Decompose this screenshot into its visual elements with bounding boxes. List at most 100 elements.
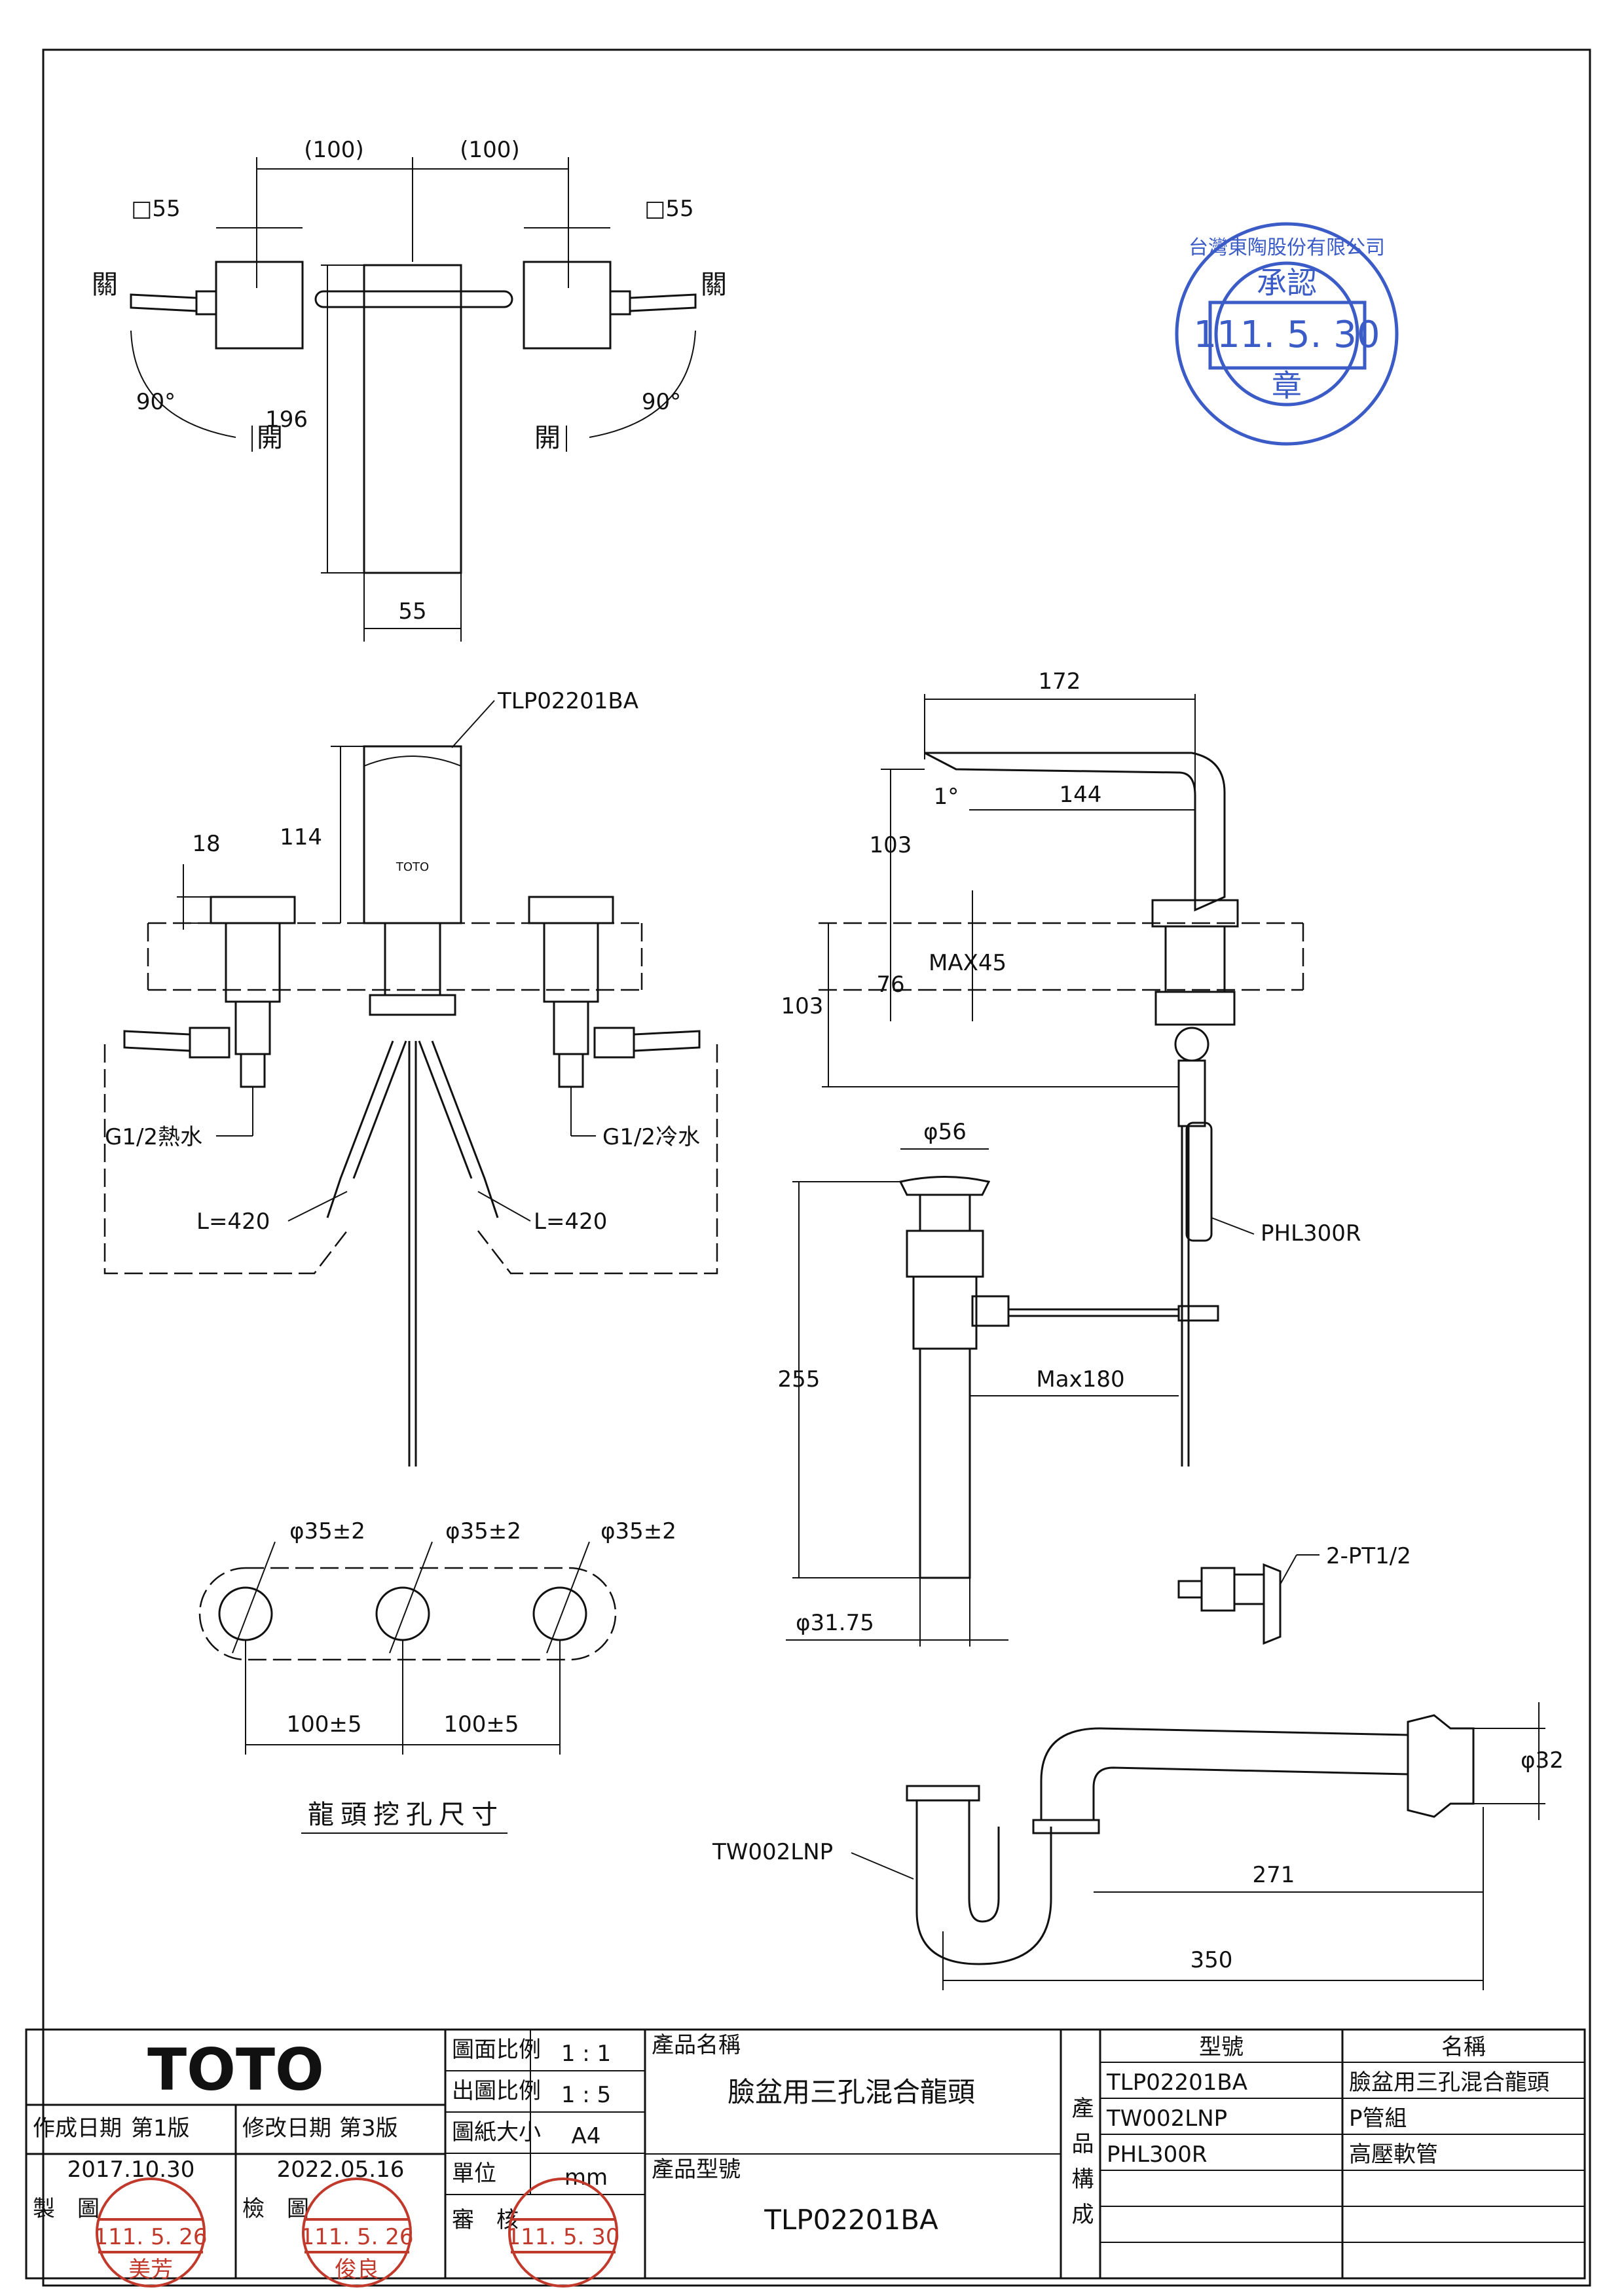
front-view: TLP02201BA TOTO 114 18 (103, 688, 718, 1467)
pitch1: 100±5 (286, 1711, 361, 1738)
spout-body-top (363, 264, 462, 574)
stamp-seal: 章 (1272, 368, 1302, 403)
stamp-word: 承認 (1257, 265, 1317, 301)
created-label: 作成日期 (33, 2115, 122, 2141)
stamp-drawn: 111. 5. 26 美芳 (94, 2178, 208, 2287)
stamp-drawn-date: 111. 5. 26 (94, 2224, 207, 2250)
scale-value: 1 : 1 (561, 2041, 611, 2067)
product-model-label: 產品型號 (652, 2157, 741, 2183)
dim-sq55-right: □55 (644, 196, 693, 222)
revised-label: 修改日期 (242, 2115, 331, 2141)
print-scale-label: 出圖比例 (452, 2078, 541, 2104)
brand-logo: TOTO (147, 2036, 324, 2104)
open-right-label: 開 (534, 423, 561, 453)
row2-model: TW002LNP (1106, 2105, 1227, 2132)
dim-114: 114 (280, 824, 322, 850)
print-scale-value: 1 : 5 (561, 2082, 611, 2108)
max-180: Max180 (1036, 1366, 1124, 1393)
hole-layout: φ35±2 φ35±2 φ35±2 100±5 100±5 龍頭挖孔尺寸 (198, 1518, 676, 1834)
hose-left-label: L=420 (196, 1209, 270, 1235)
angle-1: 1° (934, 784, 959, 810)
brand-small: TOTO (396, 860, 429, 874)
left-handle-top (215, 261, 304, 350)
dim-max45: MAX45 (929, 950, 1006, 976)
revised-version: 第3版 (339, 2115, 398, 2141)
front-model-label: TLP02201BA (497, 688, 638, 714)
dim-103-top: 103 (870, 832, 912, 858)
title-block: TOTO 作成日期 第1版 2017.10.30 修改日期 第3版 2022.0… (25, 2028, 1586, 2287)
approval-stamp: 台灣東陶股份有限公司 承認 111. 5. 30 章 (1175, 222, 1399, 446)
dia-32: φ32 (1521, 1747, 1564, 1774)
dim-350: 350 (1190, 1947, 1233, 1973)
trap-label: TW002LNP (712, 1839, 833, 1865)
scale-label: 圖面比例 (452, 2037, 541, 2063)
dim-76: 76 (876, 972, 904, 998)
row3-model: PHL300R (1107, 2141, 1208, 2168)
top-view: (100) (100) □55 □55 關 關 開 開 90° 90° 196 (92, 137, 727, 642)
paper-value: A4 (572, 2123, 601, 2149)
dim-103-bottom: 103 (781, 993, 824, 1019)
paper-label: 圖紙大小 (452, 2119, 541, 2145)
approved-label: 審 核 (452, 2207, 519, 2233)
hole2-dia: φ35±2 (445, 1518, 521, 1544)
row3-name: 高壓軟管 (1349, 2141, 1438, 2168)
dia-56: φ56 (923, 1119, 967, 1145)
dim-255: 255 (778, 1366, 821, 1393)
close-right-label: 關 (701, 270, 727, 300)
stamp-checked-name: 俊良 (335, 2257, 379, 2283)
spout-front (363, 745, 462, 924)
product-name-label: 產品名稱 (652, 2032, 741, 2058)
angle-left-label: 90° (136, 389, 175, 415)
stamp-drawn-name: 美芳 (128, 2257, 173, 2283)
hole1-dia: φ35±2 (289, 1518, 365, 1544)
cold-water-label: G1/2冷水 (602, 1124, 700, 1150)
dim-18: 18 (192, 831, 220, 857)
valve-label: 2-PT1/2 (1326, 1543, 1411, 1569)
product-model: TLP02201BA (764, 2204, 938, 2236)
pitch2: 100±5 (443, 1711, 519, 1738)
hole-caption: 龍頭挖孔尺寸 (308, 1800, 504, 1830)
created-version: 第1版 (131, 2115, 190, 2141)
stamp-company: 台灣東陶股份有限公司 (1189, 236, 1385, 259)
angle-right-label: 90° (642, 389, 681, 415)
hose-right-label: L=420 (534, 1209, 607, 1235)
unit-value: mm (564, 2164, 608, 2191)
row1-name: 臉盆用三孔混合龍頭 (1349, 2069, 1549, 2096)
stamp-checked: 111. 5. 26 俊良 (300, 2178, 414, 2287)
checked-label: 檢 圖 (242, 2196, 309, 2222)
side-view: 172 144 1° 103 MAX45 76 103 PHL300R (781, 668, 1361, 1467)
product-name: 臉盆用三孔混合龍頭 (728, 2076, 975, 2108)
dia-3175: φ31.75 (796, 1610, 874, 1636)
dim-55: 55 (398, 598, 426, 625)
dim-sq55-left: □55 (131, 196, 180, 222)
dim-right-100: (100) (460, 137, 519, 163)
revised-date: 2022.05.16 (277, 2157, 405, 2183)
unit-label: 單位 (452, 2160, 496, 2187)
stamp-approved: 111. 5. 30 (506, 2178, 620, 2287)
open-left-label: 開 (257, 423, 283, 453)
p-trap-view: φ32 271 350 TW002LNP (712, 1702, 1564, 1990)
drain-view: φ56 255 Max180 φ31.75 2-PT1/2 (778, 1119, 1411, 1647)
row1-model: TLP02201BA (1106, 2069, 1247, 2096)
dim-196: 196 (265, 407, 308, 433)
hole3-dia: φ35±2 (600, 1518, 676, 1544)
dim-172: 172 (1039, 668, 1081, 695)
composition-label: 產品構成 (1067, 2096, 1094, 2238)
col-model: 型號 (1199, 2034, 1244, 2060)
dim-144: 144 (1060, 782, 1102, 808)
right-handle-top (523, 261, 612, 350)
close-left-label: 關 (92, 270, 118, 300)
dim-271: 271 (1253, 1862, 1295, 1888)
drawn-label: 製 圖 (33, 2196, 100, 2222)
sheet-border (42, 48, 1591, 2287)
row2-name: P管組 (1349, 2105, 1407, 2132)
created-date: 2017.10.30 (67, 2157, 195, 2183)
phl300r-label: PHL300R (1261, 1220, 1361, 1247)
stamp-approved-date: 111. 5. 30 (506, 2224, 619, 2250)
stamp-date: 111. 5. 30 (1194, 314, 1380, 356)
hot-water-label: G1/2熱水 (105, 1124, 202, 1150)
col-name: 名稱 (1441, 2034, 1486, 2060)
dim-left-100: (100) (304, 137, 363, 163)
stamp-checked-date: 111. 5. 26 (300, 2224, 413, 2250)
